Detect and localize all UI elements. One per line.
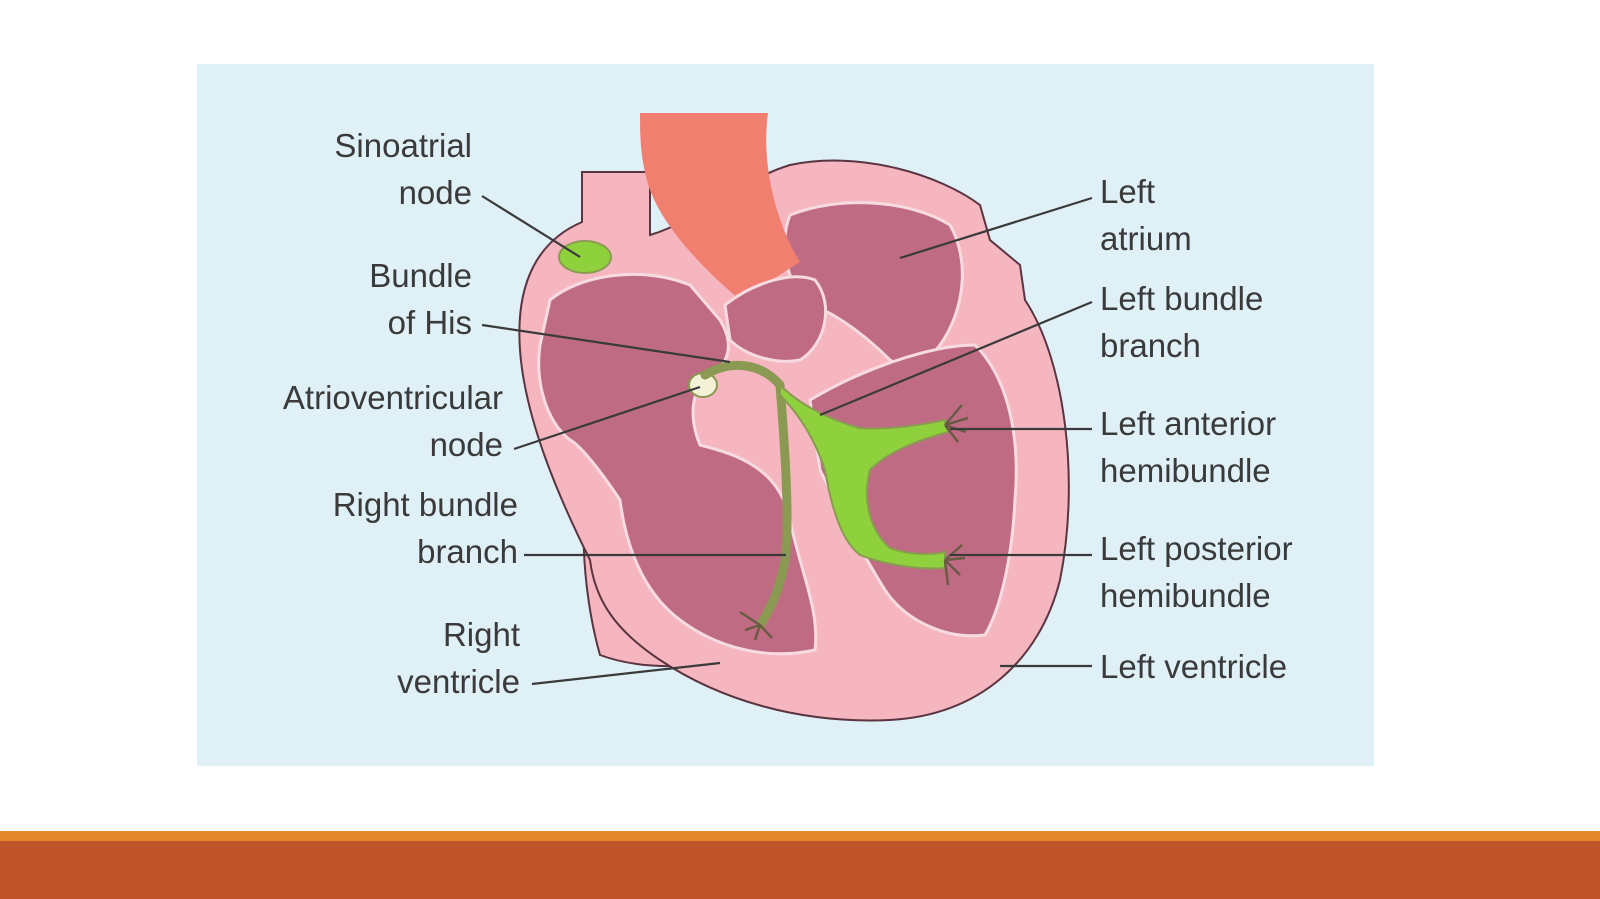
footer-stripe-orange [0, 831, 1600, 841]
right-heart-chamber [537, 272, 818, 656]
label-bundle-of-his: Bundle of His [369, 257, 472, 341]
label-left-atrium: Left atrium [1100, 173, 1192, 257]
left-ventricle-chamber [808, 343, 1018, 638]
label-right-ventricle: Right ventricle [397, 616, 520, 700]
label-right-bundle-branch: Right bundle branch [332, 486, 518, 570]
leader-sinoatrial [481, 195, 581, 258]
sinoatrial-node-shape [558, 240, 612, 274]
left-bundle-branch-shape [779, 382, 950, 570]
label-left-ventricle: Left ventricle [1100, 648, 1288, 685]
label-left-bundle-branch: Left bundle branch [1100, 280, 1264, 364]
aorta [640, 113, 800, 300]
right-bundle-branch-shape [755, 380, 792, 630]
left-anterior-fibers [944, 404, 969, 443]
label-left-posterior-hemibundle: Left posterior hemibundle [1100, 530, 1293, 614]
bundle-of-his-shape [700, 360, 785, 390]
leader-right-ventricle [531, 661, 721, 686]
footer-stripe-rust [0, 841, 1600, 899]
aortic-root [723, 275, 828, 363]
label-left-anterior-hemibundle: Left anterior hemibundle [1100, 405, 1277, 489]
label-atrioventricular-node: Atrioventricular node [282, 379, 503, 463]
left-posterior-fibers [943, 544, 966, 586]
leader-left-atrium [899, 196, 1093, 260]
right-bundle-fibers [739, 610, 773, 641]
leader-atrioventricular [513, 385, 701, 451]
leader-lines [481, 195, 1093, 686]
leader-left-bundle [819, 300, 1093, 417]
label-sinoatrial-node: Sinoatrial node [334, 127, 472, 211]
leader-bundle-of-his [481, 323, 731, 364]
